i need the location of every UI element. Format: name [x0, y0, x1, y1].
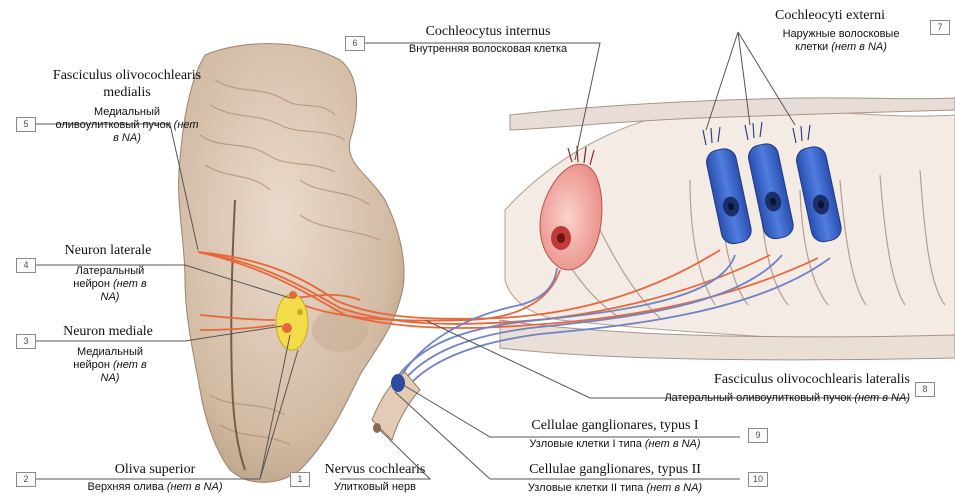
latin-name: Fasciculus olivocochlearis lateralis [590, 372, 910, 389]
label-oliva-superior: Oliva superior Верхняя олива (нет в NA) [40, 462, 270, 494]
label-cellulae-typus-2: Cellulae ganglionares, typus II Узловые … [490, 462, 740, 495]
russian-name: Латеральный оливоулитковый пучок (нет в … [590, 392, 910, 405]
number-box-6: 6 [345, 36, 365, 51]
number-box-9: 9 [748, 428, 768, 443]
latin-name: Oliva superior [40, 462, 270, 479]
latin-name: Neuron laterale [38, 243, 178, 260]
label-nervus-cochlearis: Nervus cochlearis Улитковый нерв [310, 462, 440, 494]
label-fasciculus-medialis: Fasciculus olivocochlearis medialis Меди… [52, 68, 202, 145]
russian-name: Латеральный нейрон (нет в NA) [64, 265, 156, 305]
label-neuron-laterale: Neuron laterale Латеральный нейрон (нет … [38, 243, 178, 304]
label-cellulae-typus-1: Cellulae ganglionares, typus I Узловые к… [490, 418, 740, 451]
latin-name: Cellulae ganglionares, typus I [490, 418, 740, 435]
label-cochleocyti-externi: Cochleocyti externi Наружные волосковые … [735, 8, 925, 54]
russian-name: Наружные волосковые клетки (нет в NA) [771, 28, 911, 54]
number-box-1: 1 [290, 472, 310, 487]
number-box-7: 7 [930, 20, 950, 35]
number-box-5: 5 [16, 117, 36, 132]
russian-name: Внутренняя волосковая клетка [368, 43, 608, 56]
number-box-8: 8 [915, 382, 935, 397]
number-box-2: 2 [16, 472, 36, 487]
russian-name: Узловые клетки II типа (нет в NA) [490, 482, 740, 495]
number-box-3: 3 [16, 334, 36, 349]
latin-name: Cellulae ganglionares, typus II [490, 462, 740, 479]
latin-name: Fasciculus olivocochlearis medialis [52, 68, 202, 102]
russian-name: Верхняя олива (нет в NA) [40, 481, 270, 494]
label-fasciculus-lateralis: Fasciculus olivocochlearis lateralis Лат… [590, 372, 910, 405]
latin-name: Nervus cochlearis [310, 462, 440, 479]
latin-name: Cochleocytus internus [368, 24, 608, 41]
latin-name: Neuron mediale [38, 324, 178, 341]
russian-name: Улитковый нерв [310, 481, 440, 494]
number-box-4: 4 [16, 258, 36, 273]
russian-name: Медиальный нейрон (нет в NA) [64, 346, 156, 386]
latin-name: Cochleocyti externi [735, 8, 925, 25]
label-cochleocytus-internus: Cochleocytus internus Внутренняя волоско… [368, 24, 608, 56]
russian-name: Узловые клетки I типа (нет в NA) [490, 438, 740, 451]
label-neuron-mediale: Neuron mediale Медиальный нейрон (нет в … [38, 324, 178, 385]
russian-name: Медиальный оливоулитковый пучок (нет в N… [52, 106, 202, 146]
number-box-10: 10 [748, 472, 768, 487]
